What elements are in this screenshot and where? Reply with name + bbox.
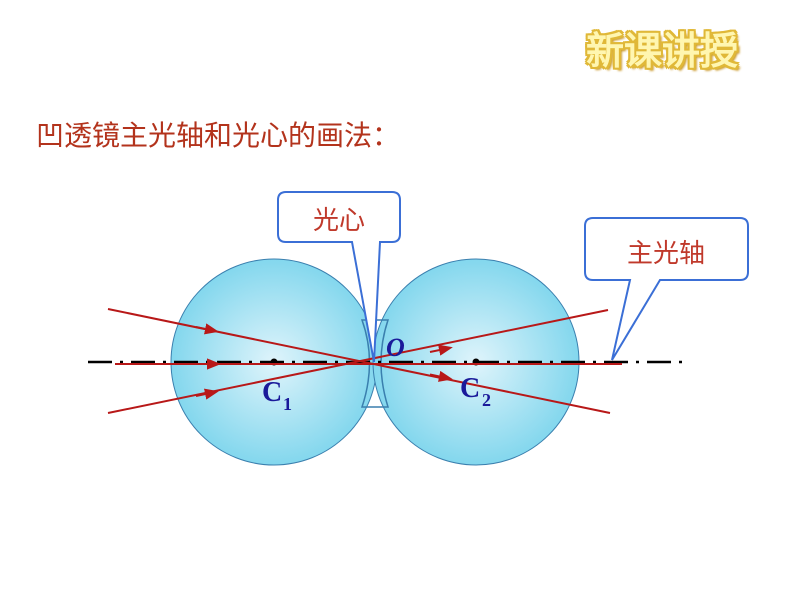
ray-arrow-1 [195, 323, 219, 335]
section-badge: 新课讲授 [586, 29, 739, 73]
callout-optical-center [277, 191, 401, 363]
callout-principal-axis-label: 主光轴 [627, 239, 705, 269]
label-c2-sub: 2 [482, 390, 491, 410]
page-heading: 凹透镜主光轴和光心的画法： [36, 119, 401, 152]
callout-principal-axis [584, 217, 749, 361]
label-origin-o: O [386, 333, 405, 362]
concave-lens [360, 319, 390, 408]
label-c1-letter: C [262, 377, 282, 408]
ray-arrow-3 [195, 388, 219, 400]
ray-arrow-4 [429, 370, 453, 382]
ray-ascending [107, 309, 609, 414]
label-c1-sub: 1 [283, 394, 292, 414]
callout-optical-center-label: 光心 [313, 206, 365, 236]
label-c2-letter: C [460, 373, 480, 404]
ray-arrow-5 [429, 344, 453, 356]
